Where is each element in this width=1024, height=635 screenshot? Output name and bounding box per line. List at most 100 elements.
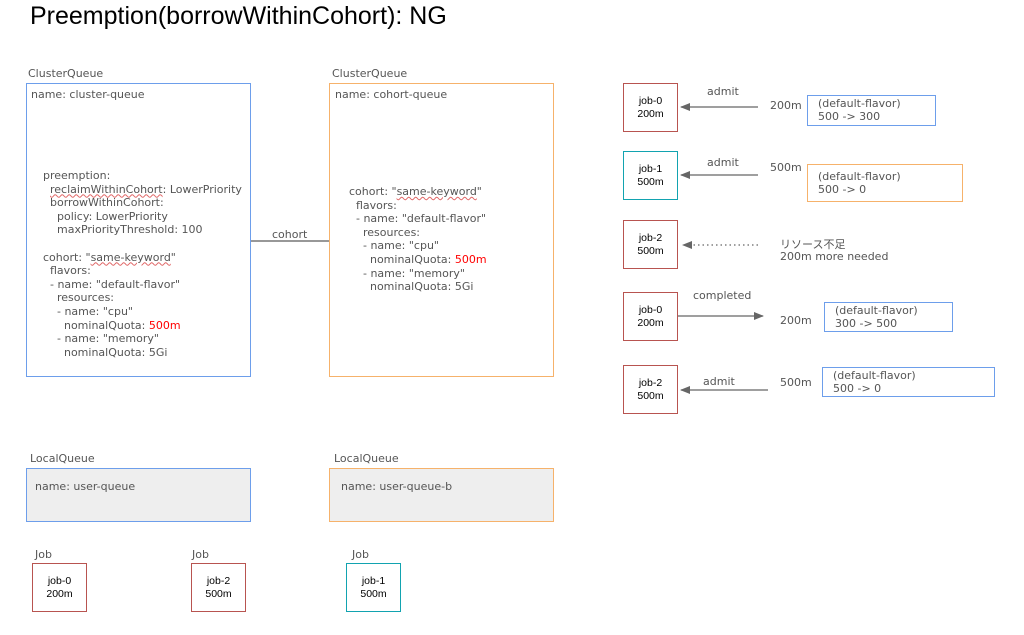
local-queue-box: name: user-queue bbox=[26, 468, 251, 522]
spellcheck-word: same-keyword bbox=[396, 185, 477, 198]
job-name: job-2 bbox=[206, 574, 231, 587]
flavor-change: 500 -> 300 bbox=[818, 110, 881, 123]
spec-line: nominalQuota: 5Gi bbox=[349, 280, 487, 294]
spec-text: nominalQuota: bbox=[43, 318, 149, 332]
flavor-box: (default-flavor)500 -> 0 bbox=[807, 164, 963, 202]
flavor-name: (default-flavor) bbox=[818, 170, 901, 183]
flavor-box: (default-flavor)300 -> 500 bbox=[824, 302, 953, 332]
spec-text: resources: bbox=[349, 225, 421, 239]
flavor-change: 500 -> 0 bbox=[818, 183, 867, 196]
spec-line: nominalQuota: 500m bbox=[349, 253, 487, 267]
flavor-name: (default-flavor) bbox=[818, 97, 901, 110]
job-name: job-0 bbox=[638, 94, 663, 107]
job-name: job-1 bbox=[638, 162, 663, 175]
spellcheck-word: same-keyword bbox=[90, 250, 171, 264]
spec-line: maxPriorityThreshold: 100 bbox=[43, 223, 242, 237]
spec-line: reclaimWithinCohort: LowerPriority bbox=[43, 183, 242, 197]
cluster-queue-label: ClusterQueue bbox=[28, 67, 104, 80]
local-queue-b-box: name: user-queue-b bbox=[329, 468, 554, 522]
needed-note: 200m more needed bbox=[780, 250, 889, 263]
spec-text: cohort: " bbox=[43, 250, 91, 264]
job-cpu: 500m bbox=[637, 175, 664, 188]
spec-text: - name: "cpu" bbox=[349, 239, 439, 253]
job-name: job-2 bbox=[638, 231, 663, 244]
cohort-queue-box: name: cohort-queue cohort: "same-keyword… bbox=[329, 83, 554, 377]
spec-text: " bbox=[476, 185, 482, 198]
spec-line: cohort: "same-keyword" bbox=[349, 185, 487, 199]
job-cpu: 200m bbox=[46, 587, 73, 600]
spec-line: nominalQuota: 500m bbox=[43, 319, 242, 333]
action-label: completed bbox=[693, 289, 752, 302]
shortage-note: リソース不足 bbox=[780, 238, 846, 251]
flavor-box: (default-flavor)500 -> 0 bbox=[822, 367, 995, 397]
spec-line: - name: "cpu" bbox=[43, 305, 242, 319]
local-queue-name: name: user-queue bbox=[35, 480, 136, 493]
spec-text: flavors: bbox=[349, 198, 397, 212]
spec-line: - name: "default-flavor" bbox=[43, 278, 242, 292]
spec-text: maxPriorityThreshold: 100 bbox=[43, 223, 203, 237]
job-name: job-1 bbox=[361, 574, 386, 587]
cohort-link-label: cohort bbox=[272, 228, 308, 241]
spec-text: policy: LowerPriority bbox=[43, 209, 168, 223]
spec-line: cohort: "same-keyword" bbox=[43, 251, 242, 265]
flavor-change: 500 -> 0 bbox=[833, 382, 882, 395]
spec-line: policy: LowerPriority bbox=[43, 210, 242, 224]
cluster-queue-spec: preemption: reclaimWithinCohort: LowerPr… bbox=[43, 169, 242, 359]
spec-text: " bbox=[170, 250, 176, 264]
job-name: job-0 bbox=[638, 303, 663, 316]
spec-text: nominalQuota: 5Gi bbox=[43, 345, 168, 359]
spec-text: nominalQuota: bbox=[349, 252, 455, 266]
amount-label: 200m bbox=[780, 314, 812, 327]
spec-text: cohort: " bbox=[349, 185, 397, 198]
flavor-name: (default-flavor) bbox=[833, 369, 916, 382]
job-cpu: 500m bbox=[637, 389, 664, 402]
job-cpu: 500m bbox=[360, 587, 387, 600]
spec-text: resources: bbox=[43, 291, 115, 305]
cohort-queue-label: ClusterQueue bbox=[332, 67, 408, 80]
spec-line: preemption: bbox=[43, 169, 242, 183]
spec-text: nominalQuota: 5Gi bbox=[349, 280, 474, 294]
job-label: Job bbox=[192, 548, 209, 561]
action-label: admit bbox=[707, 156, 739, 169]
spec-text: - name: "memory" bbox=[43, 332, 159, 346]
cluster-queue-box: name: cluster-queue preemption: reclaimW… bbox=[26, 83, 251, 377]
spec-line: flavors: bbox=[349, 199, 487, 213]
quota-value: 500m bbox=[148, 318, 181, 332]
spec-text: borrowWithinCohort: bbox=[43, 196, 164, 210]
amount-label: 500m bbox=[780, 376, 812, 389]
spec-text: flavors: bbox=[43, 264, 91, 278]
spec-text bbox=[43, 183, 50, 196]
spec-line: borrowWithinCohort: bbox=[43, 196, 242, 210]
cohort-queue-name: name: cohort-queue bbox=[335, 88, 448, 101]
local-queue-label: LocalQueue bbox=[30, 452, 95, 465]
amount-label: 200m bbox=[770, 99, 802, 112]
spec-text: - name: "memory" bbox=[349, 266, 465, 280]
flavor-box: (default-flavor)500 -> 300 bbox=[807, 95, 936, 126]
spec-text: - name: "default-flavor" bbox=[349, 212, 487, 226]
job-cpu: 200m bbox=[637, 107, 664, 120]
local-queue-b-label: LocalQueue bbox=[334, 452, 399, 465]
spec-line bbox=[43, 237, 242, 251]
diagram-title: Preemption(borrowWithinCohort): NG bbox=[30, 2, 447, 30]
spec-text: - name: "default-flavor" bbox=[43, 277, 181, 291]
flavor-name: (default-flavor) bbox=[835, 304, 918, 317]
amount-label: 500m bbox=[770, 161, 802, 174]
spec-line: flavors: bbox=[43, 264, 242, 278]
cohort-queue-spec: cohort: "same-keyword" flavors: - name: … bbox=[349, 185, 487, 294]
spec-line: - name: "default-flavor" bbox=[349, 212, 487, 226]
cluster-queue-name: name: cluster-queue bbox=[31, 88, 145, 101]
job-cpu: 500m bbox=[637, 244, 664, 257]
spellcheck-word: reclaimWithinCohort bbox=[50, 182, 163, 196]
spec-line: resources: bbox=[43, 291, 242, 305]
flavor-change: 300 -> 500 bbox=[835, 317, 898, 330]
spec-line: - name: "memory" bbox=[43, 332, 242, 346]
spec-text: : LowerPriority bbox=[162, 182, 242, 196]
